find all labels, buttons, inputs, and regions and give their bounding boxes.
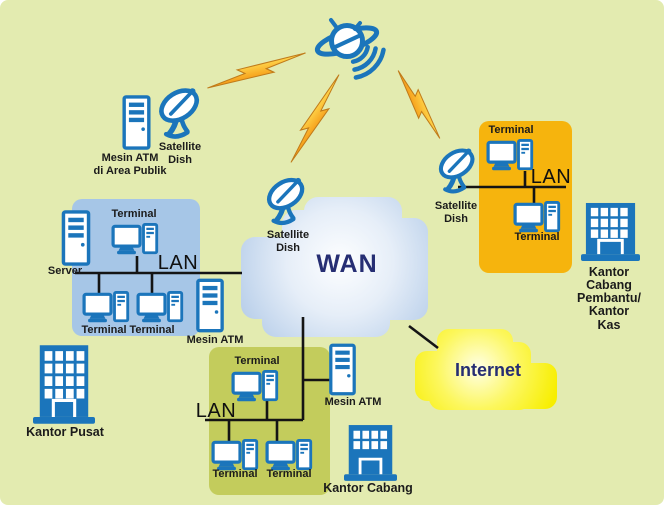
label-kantor-cabang-pembantu: Kantor Cabang Pembantu/ Kantor Kas — [577, 265, 641, 332]
label-server: Server — [47, 265, 83, 277]
label-terminal: Terminal — [234, 355, 280, 367]
label-terminal: Terminal — [488, 124, 534, 136]
satellite-icon — [314, 18, 386, 80]
lightning-bolt-icon — [397, 70, 441, 139]
label-wan: WAN — [316, 250, 378, 278]
label-mesin-atm-publik: Mesin ATM di Area Publik — [93, 152, 167, 177]
atm-machine-icon — [196, 278, 224, 333]
lightning-bolts — [207, 52, 441, 163]
label-mesin-atm: Mesin ATM — [324, 396, 382, 408]
label-kantor-pusat: Kantor Pusat — [26, 425, 104, 439]
network-links — [75, 171, 566, 441]
satellite-signal-waves-icon — [350, 44, 386, 80]
lightning-bolt-icon — [207, 52, 306, 89]
internet-cloud — [415, 329, 557, 410]
label-kantor-cabang: Kantor Cabang — [323, 481, 413, 495]
label-lan-head-office: LAN — [157, 252, 199, 274]
label-terminal: Terminal — [514, 231, 560, 243]
label-satellite-dish: Satellite Dish — [266, 229, 310, 254]
head-office-building-icon — [33, 343, 95, 426]
sub-branch-building-icon — [581, 201, 640, 262]
satellite-dish-icon — [436, 145, 477, 192]
atm-machine-icon — [329, 343, 356, 396]
label-internet: Internet — [454, 360, 522, 380]
label-terminal: Terminal — [129, 324, 175, 336]
lightning-bolt-icon — [290, 74, 340, 163]
label-satellite-dish: Satellite Dish — [158, 141, 202, 166]
label-terminal: Terminal — [81, 324, 127, 336]
branch-building-icon — [344, 423, 397, 483]
atm-machine-icon — [122, 95, 151, 150]
label-satellite-dish: Satellite Dish — [434, 200, 478, 225]
label-lan-sub-branch: LAN — [530, 166, 572, 188]
satellite-dish-icon — [156, 84, 202, 136]
label-terminal: Terminal — [212, 468, 258, 480]
label-terminal: Terminal — [111, 208, 157, 220]
label-lan-branch: LAN — [195, 400, 237, 422]
link-line — [408, 324, 439, 350]
wan-cloud — [241, 197, 428, 337]
label-terminal: Terminal — [266, 468, 312, 480]
label-mesin-atm: Mesin ATM — [186, 334, 244, 346]
server-icon — [61, 210, 91, 266]
